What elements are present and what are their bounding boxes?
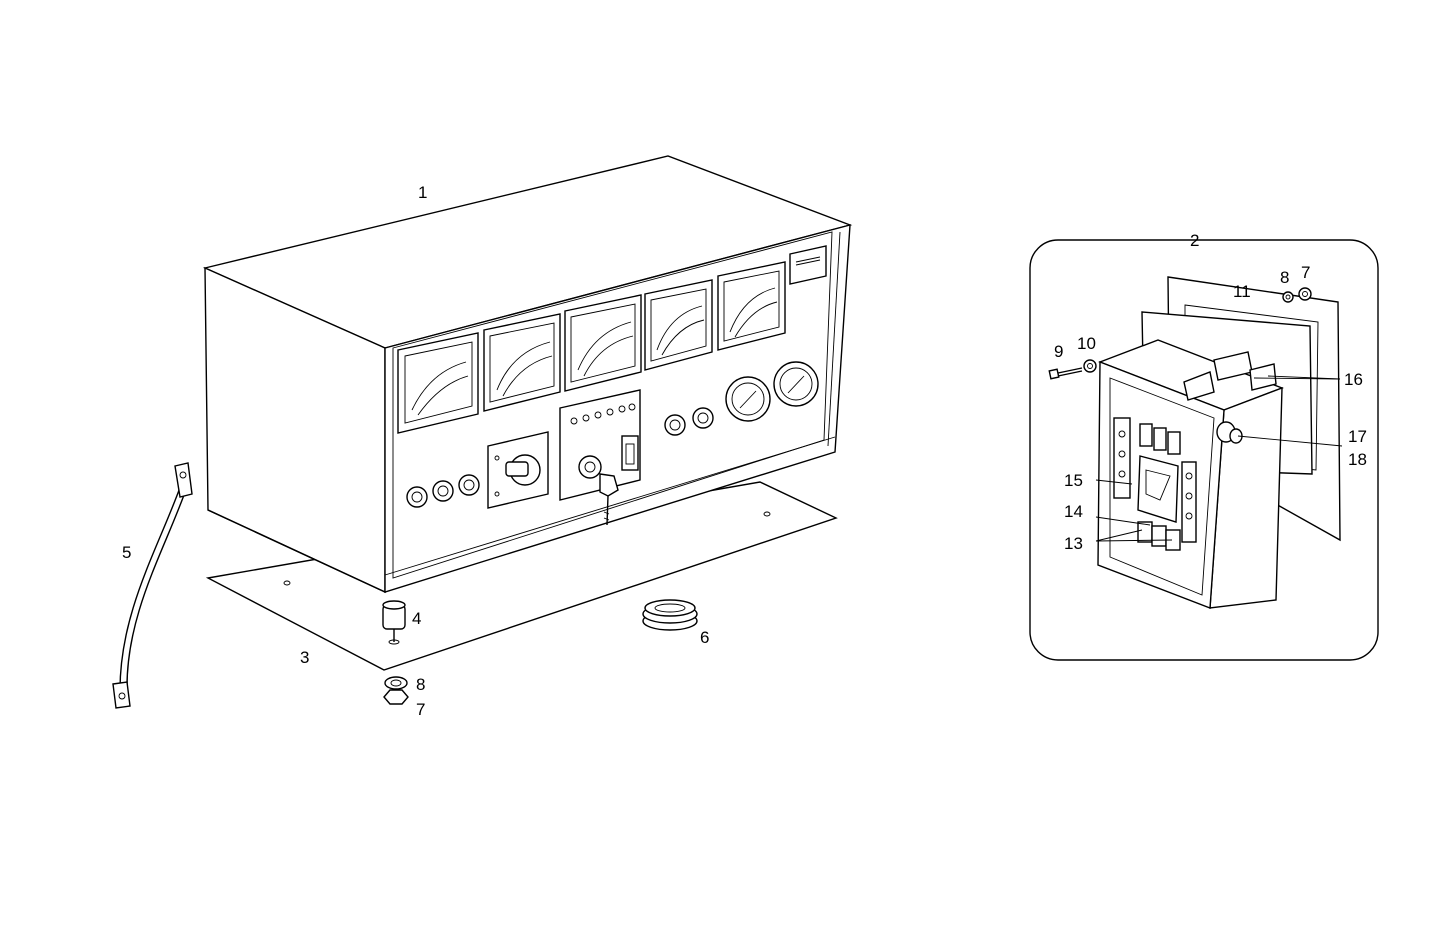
- control-cabinet: [202, 155, 853, 594]
- vibration-mount: [382, 600, 406, 645]
- meter-3: [564, 294, 642, 392]
- meter-2: [483, 313, 561, 412]
- washer-nut: [383, 676, 409, 705]
- callout-9: 9: [1054, 342, 1063, 361]
- callout-7-detail: 7: [1301, 263, 1310, 282]
- push-buttons: [406, 407, 714, 508]
- meter-1: [397, 332, 479, 434]
- callout-8-detail: 8: [1280, 268, 1289, 287]
- callout-8: 8: [416, 675, 425, 694]
- callout-11: 11: [1233, 282, 1251, 301]
- callout-18: 18: [1348, 450, 1367, 469]
- callout-16: 16: [1344, 370, 1363, 389]
- callout-3: 3: [300, 648, 309, 667]
- callout-4: 4: [412, 609, 421, 628]
- ignition-key: [599, 473, 619, 526]
- callout-2: 2: [1190, 231, 1199, 250]
- callout-7: 7: [416, 700, 425, 719]
- nameplate: [789, 245, 827, 285]
- meter-5: [717, 261, 786, 351]
- selector-switch: [487, 431, 549, 509]
- callout-10: 10: [1077, 334, 1096, 353]
- meter-4: [644, 279, 713, 371]
- callout-13: 13: [1064, 534, 1083, 553]
- round-gauges: [725, 361, 819, 422]
- callout-14: 14: [1064, 502, 1083, 521]
- callout-6: 6: [700, 628, 709, 647]
- callout-1: 1: [418, 183, 427, 202]
- callout-17: 17: [1348, 427, 1367, 446]
- control-module: [559, 389, 641, 501]
- callout-labels: 1 2 3 4 5 6 8 7 8 7 9 10 11 13 14 15 16 …: [122, 183, 1367, 719]
- callout-15: 15: [1064, 471, 1083, 490]
- detail-box: [1029, 239, 1379, 661]
- callout-5: 5: [122, 543, 131, 562]
- grommet: [642, 599, 698, 631]
- earth-cable: [112, 462, 193, 709]
